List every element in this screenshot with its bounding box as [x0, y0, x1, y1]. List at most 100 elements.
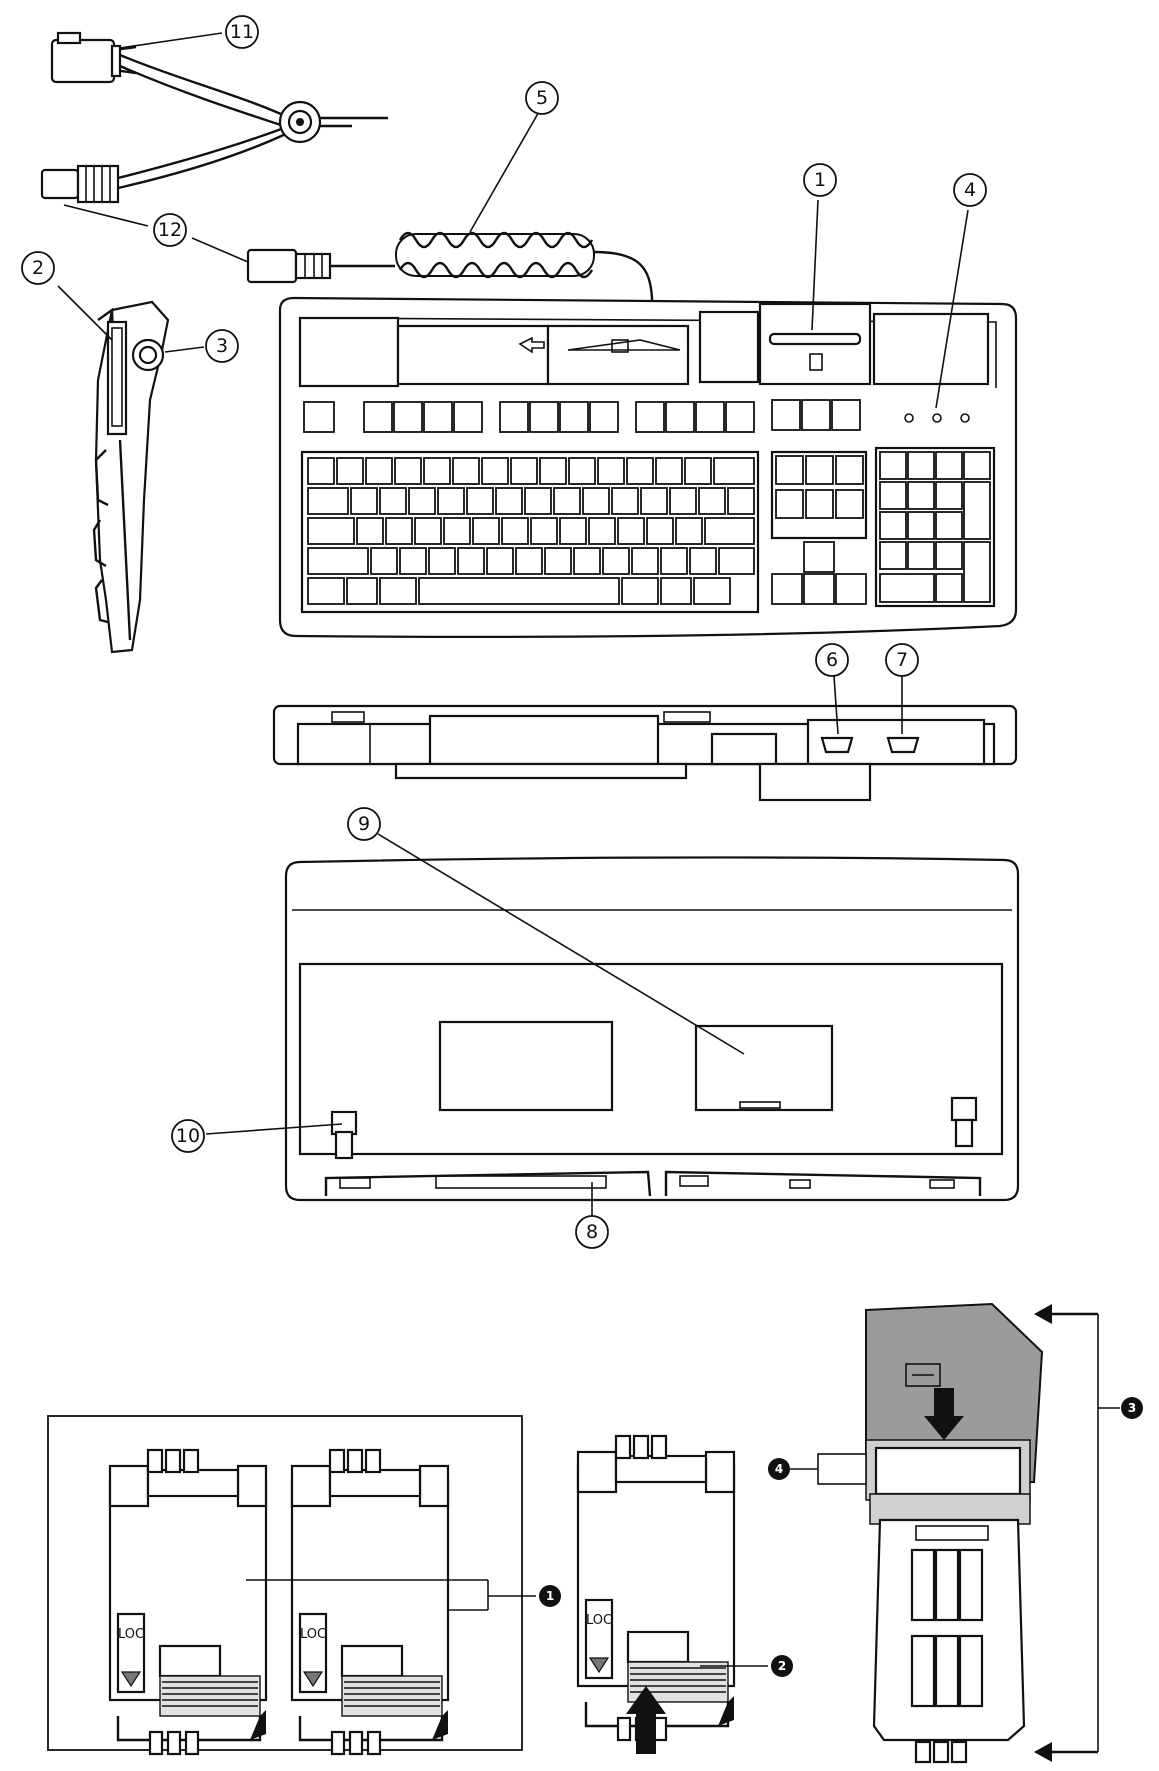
bracket-bottom-arrow-icon [1034, 1742, 1052, 1762]
keyboard-key [602, 547, 630, 575]
keyboard-key [775, 455, 804, 485]
keyboard-key [307, 457, 335, 485]
callout-6: 6 [815, 643, 849, 677]
keyboard-key [573, 547, 601, 575]
keyboard-key [553, 487, 581, 515]
keyboard-key [935, 481, 963, 510]
svg-text:7: 7 [896, 649, 908, 671]
keyboard-key [963, 451, 991, 480]
svg-text:4: 4 [964, 179, 976, 201]
keyboard-key [689, 547, 717, 575]
callout-10: 10 [171, 1119, 205, 1153]
module-insert: LOC [576, 1434, 736, 1754]
keyboard-key [457, 547, 485, 575]
coiled-cable [246, 231, 654, 330]
keyboard-key [640, 487, 668, 515]
keyboard-key [486, 547, 514, 575]
keyboard-key [805, 489, 834, 519]
keyboard-key [718, 547, 755, 575]
svg-text:9: 9 [358, 813, 370, 835]
svg-text:2: 2 [32, 257, 44, 279]
keyboard-key [539, 457, 567, 485]
keyboard-key [963, 541, 991, 603]
svg-text:3: 3 [1128, 1401, 1136, 1415]
keyboard-key [443, 517, 471, 545]
keyboard-key [588, 517, 616, 545]
keyboard-key [544, 547, 572, 575]
keyboard-key [935, 541, 963, 570]
keyboard-key [510, 457, 538, 485]
keyboard-key [307, 517, 355, 545]
svg-text:1: 1 [546, 1589, 554, 1603]
keyboard-key [907, 481, 935, 510]
keyboard-key [660, 577, 692, 605]
lock-label-3: LOC [586, 1613, 612, 1628]
callout-1: 1 [803, 163, 837, 197]
callout-7: 7 [885, 643, 919, 677]
keyboard-key [466, 487, 494, 515]
svg-text:8: 8 [586, 1221, 598, 1243]
keyboard-key [805, 455, 834, 485]
keyboard-key [501, 517, 529, 545]
keyboard-key [879, 541, 907, 570]
keyboard-key [963, 481, 991, 540]
keyboard-key [693, 577, 731, 605]
keyboard-key [727, 487, 755, 515]
keyboard-key [611, 487, 639, 515]
keyboard-key [568, 457, 596, 485]
keyboard-bottom-view [284, 856, 1020, 1202]
svg-text:6: 6 [826, 649, 838, 671]
keyboard-key [660, 547, 688, 575]
callout-5: 5 [525, 81, 559, 115]
keyboard-key [879, 573, 935, 603]
keyboard-key [835, 489, 864, 519]
module-comparison-frame [47, 1415, 523, 1751]
keyboard-key [775, 489, 804, 519]
keyboard-key [481, 457, 509, 485]
lock-label-2: LOC [300, 1627, 326, 1642]
keyboard-side-view [92, 300, 170, 654]
keyboard-key [655, 457, 683, 485]
callout-4: 4 [953, 173, 987, 207]
keyboard-key [879, 481, 907, 510]
lock-label-1: LOC [118, 1627, 144, 1642]
keyboard-key [365, 457, 393, 485]
keyboard-key [684, 457, 712, 485]
keyboard-key [669, 487, 697, 515]
callout-8: 8 [575, 1215, 609, 1249]
keyboard-key [621, 577, 659, 605]
keyboard-key [307, 547, 369, 575]
keyboard-key [350, 487, 378, 515]
callout-12: 12 [153, 213, 187, 247]
callout-bottom-3: 3 [1121, 1397, 1143, 1419]
keyboard-key [385, 517, 413, 545]
insert-up-arrow-icon [626, 1686, 666, 1754]
insert-down-arrow-icon [924, 1388, 964, 1440]
keyboard-key [582, 487, 610, 515]
keyboard-key [370, 547, 398, 575]
keyboard-key [414, 517, 442, 545]
keyboard-key [617, 517, 645, 545]
keyboard-key [408, 487, 436, 515]
svg-text:1: 1 [814, 169, 826, 191]
keyboard-key [907, 541, 935, 570]
keyboard-key [472, 517, 500, 545]
keyboard-key [452, 457, 480, 485]
keyboard-key [907, 511, 935, 540]
svg-text:3: 3 [216, 335, 228, 357]
keyboard-key [515, 547, 543, 575]
keyboard-key [307, 487, 349, 515]
keyboard-key [379, 577, 417, 605]
keyboard-key [394, 457, 422, 485]
keyboard-key [713, 457, 755, 485]
keyboard-key [524, 487, 552, 515]
keyboard-key [307, 577, 345, 605]
keyboard-key [935, 511, 963, 540]
callout-9: 9 [347, 807, 381, 841]
module-unlocked: LOC [290, 1448, 450, 1756]
svg-text:11: 11 [230, 21, 254, 43]
module-locked: LOC [108, 1448, 268, 1756]
keyboard-key [646, 517, 674, 545]
keyboard-key [428, 547, 456, 575]
